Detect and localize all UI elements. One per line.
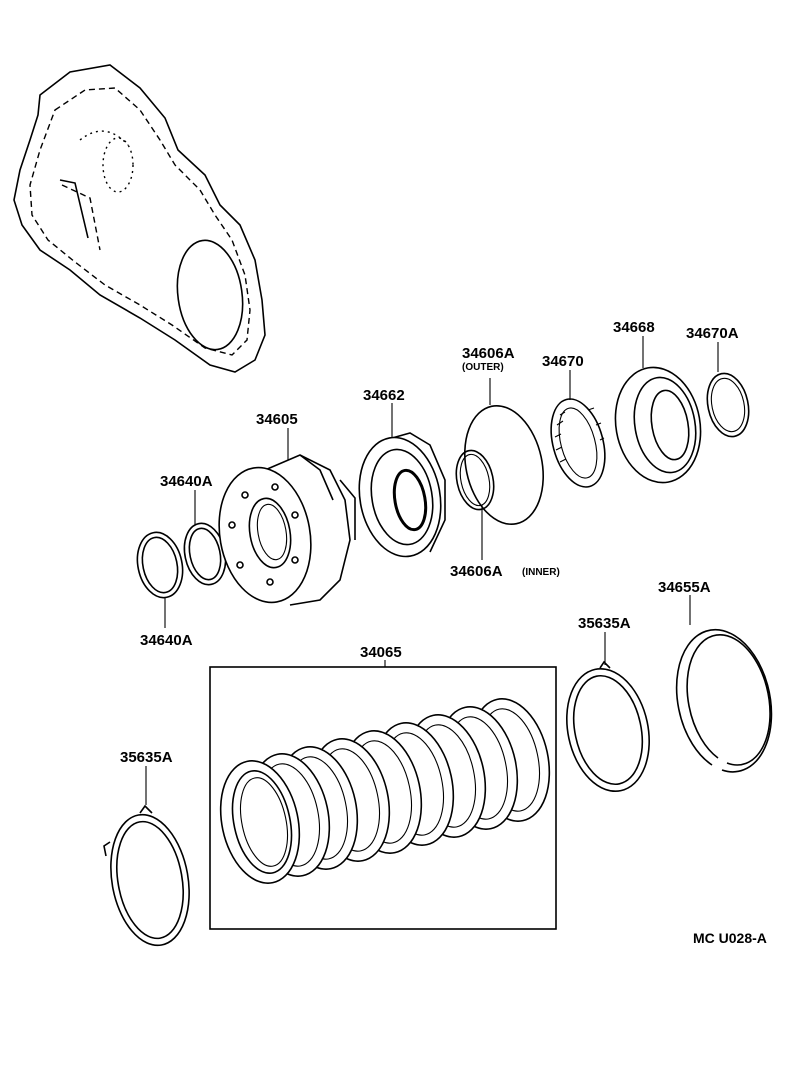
flange-35635a-right <box>566 660 650 793</box>
diagram-code: MC U028-A <box>693 930 767 946</box>
label-34606a-outer: 34606A <box>462 345 515 362</box>
label-34605: 34605 <box>256 411 298 428</box>
piston-34662 <box>358 432 446 558</box>
snap-ring-34655a <box>675 628 773 773</box>
o-ring-34606a-inner <box>455 449 495 511</box>
leader-lines <box>145 336 719 805</box>
return-spring-34670 <box>550 398 606 488</box>
label-35635a-left: 35635A <box>120 749 173 766</box>
label-34606a-inner: 34606A <box>450 563 503 580</box>
label-34662: 34662 <box>363 387 405 404</box>
label-34670a: 34670A <box>686 325 739 342</box>
label-34640a-top: 34640A <box>160 473 213 490</box>
label-34668: 34668 <box>613 319 655 336</box>
clutch-drum-34605 <box>218 454 356 606</box>
label-34640a-bottom: 34640A <box>140 632 193 649</box>
flange-35635a-left <box>103 804 190 947</box>
label-34065: 34065 <box>360 644 402 661</box>
snap-ring-34670a <box>706 372 750 438</box>
label-34655a: 34655A <box>658 579 711 596</box>
o-ring-34606a-outer <box>463 404 545 526</box>
transmission-case <box>13 64 266 373</box>
clutch-plate-kit-34065 <box>209 666 557 930</box>
label-35635a-right: 35635A <box>578 615 631 632</box>
label-34670: 34670 <box>542 353 584 370</box>
label-34606a-outer-note: (OUTER) <box>462 362 504 373</box>
label-34606a-inner-note: (INNER) <box>522 567 560 578</box>
spring-retainer-34668 <box>614 366 702 484</box>
snap-ring-34640a-outer <box>136 531 184 599</box>
